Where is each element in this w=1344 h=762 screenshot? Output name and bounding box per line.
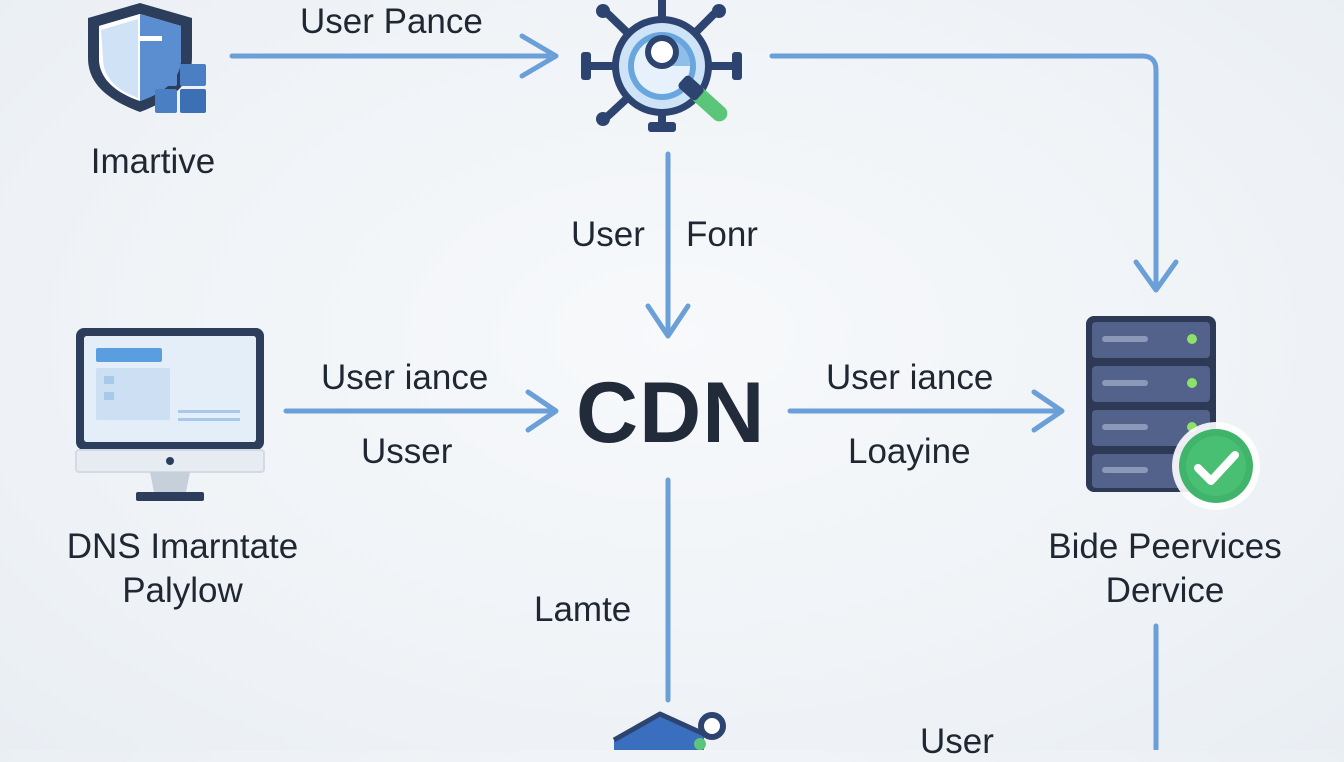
cdn-node-label: CDN xyxy=(576,365,766,461)
gear-icon xyxy=(581,0,742,132)
edge-label-cdn-server-bottom: Loayine xyxy=(848,432,971,471)
edge-label-cdn-server-top: User iance xyxy=(826,358,994,397)
edge-label-shield-gear: User Pance xyxy=(300,2,483,41)
edge-gear-to-server xyxy=(769,53,1179,293)
edge-label-cdn-down: Lamte xyxy=(534,590,632,629)
edge-cdn-to-server xyxy=(787,389,1065,433)
node-label-monitor-line2: Palylow xyxy=(122,571,243,610)
node-label-monitor-line1: DNS Imarntate xyxy=(66,527,299,566)
node-label-server-line1: Bide Peervices xyxy=(1048,527,1282,566)
edge-monitor-to-cdn xyxy=(283,389,559,433)
edge-label-gear-cdn-left: User xyxy=(571,215,645,254)
edge-shield-to-gear xyxy=(229,33,559,79)
node-label-server-line2: Dervice xyxy=(1105,571,1225,610)
check-icon xyxy=(1172,422,1260,510)
node-label-shield: Imartive xyxy=(90,142,216,181)
edge-label-gear-cdn-right: Fonr xyxy=(686,215,758,254)
network-icon xyxy=(612,711,726,750)
edge-label-server-down: User xyxy=(920,722,994,761)
edge-label-monitor-cdn-bottom: Usser xyxy=(361,432,453,471)
shield-icon xyxy=(88,3,206,113)
edge-label-monitor-cdn-top: User iance xyxy=(321,358,489,397)
monitor-icon xyxy=(75,328,265,501)
edge-gear-to-cdn xyxy=(645,151,691,339)
